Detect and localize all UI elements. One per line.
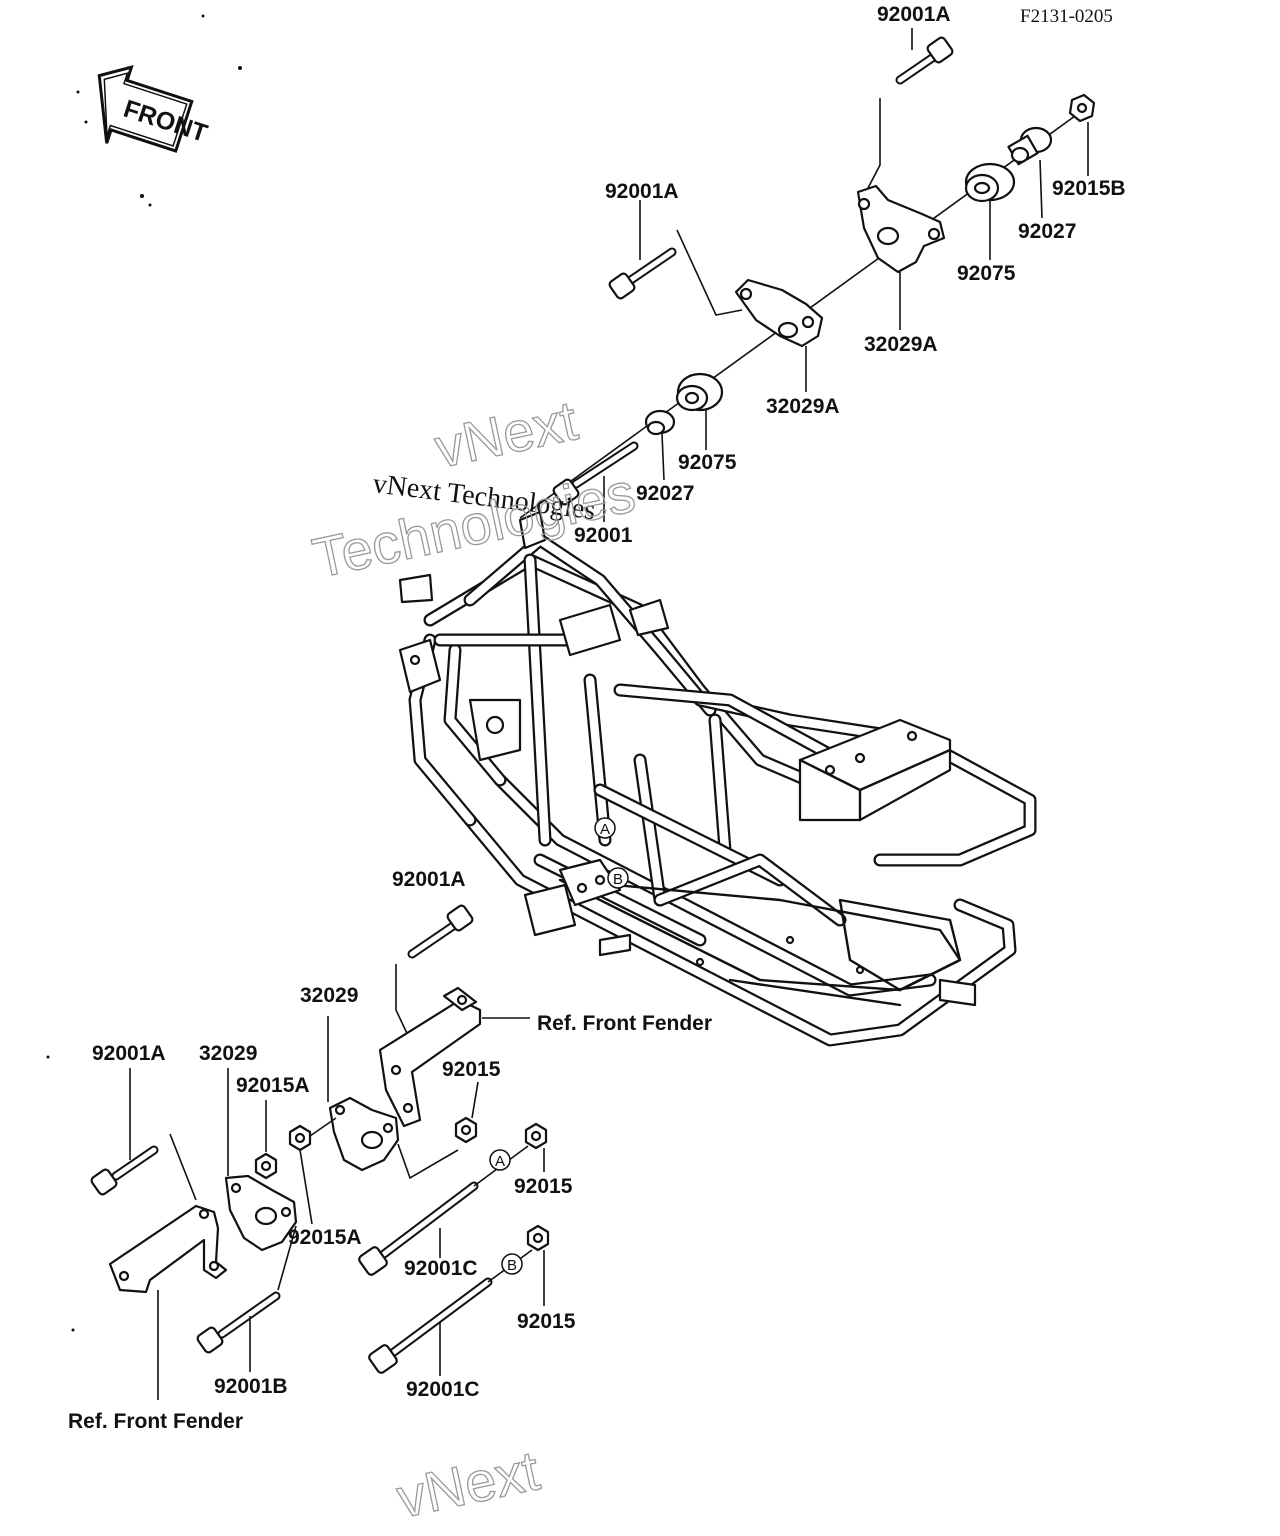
bolt-92001a-top xyxy=(895,36,954,85)
callout-92015-mid: 92015 xyxy=(442,1058,501,1081)
leader-line xyxy=(277,1225,297,1291)
bolt-92001c-lower xyxy=(368,1277,493,1374)
bracket-32029-mid xyxy=(328,1096,400,1172)
nut-92015-b xyxy=(526,1224,550,1252)
nut-92015-mid xyxy=(454,1116,478,1144)
callout-upper-left-bolt: 92001A xyxy=(605,180,679,203)
bolt-92001b xyxy=(196,1291,281,1354)
nut-92015a-upper xyxy=(254,1152,278,1180)
rubber-92075-lower xyxy=(675,372,724,412)
upper-mount-assembly xyxy=(519,28,1096,522)
bolt-92001a-upper-left xyxy=(608,247,677,300)
bolt-92001-long xyxy=(552,441,639,506)
collar-92027-upper xyxy=(1007,126,1053,166)
bolt-92001c-upper xyxy=(358,1181,479,1276)
nut-92015-a xyxy=(524,1122,548,1150)
ref-mark-b-lower: B xyxy=(501,1253,523,1275)
leader-upper-left-bolt xyxy=(676,229,743,316)
callout-92015-b: 92015 xyxy=(517,1310,576,1333)
bolt-92001a-left xyxy=(90,1145,159,1196)
bracket-32029-left xyxy=(224,1174,298,1252)
leader-mid-nut xyxy=(397,1143,459,1180)
bolt-92001a-mid xyxy=(407,904,474,959)
callout-32029-mid: 32029 xyxy=(300,984,358,1007)
callout-92001b: 92001B xyxy=(214,1375,288,1398)
callout-92001a-mid: 92001A xyxy=(392,868,466,891)
callout-32029a-right: 32029A xyxy=(864,333,938,356)
ref-mark-a-frame: A xyxy=(594,817,616,839)
nut-92015b xyxy=(1068,93,1096,123)
figure-code: F2131-0205 xyxy=(1020,6,1113,27)
ref-mark-b-lower-label: B xyxy=(507,1257,517,1274)
front-arrow-icon: FRONT xyxy=(97,65,211,153)
nut-92015a-lower xyxy=(288,1124,312,1152)
callout-92015b: 92015B xyxy=(1052,177,1126,200)
callout-92015a-upper: 92015A xyxy=(236,1074,310,1097)
speck-marks xyxy=(46,14,242,1332)
callout-top-bolt: 92001A xyxy=(877,3,951,26)
callout-32029a-left: 32029A xyxy=(766,395,840,418)
ref-mark-b-label: B xyxy=(613,871,623,888)
ref-mark-a-lower-label: A xyxy=(495,1153,505,1170)
callout-92015a-lower: 92015A xyxy=(288,1226,362,1249)
leader-top-bolt xyxy=(867,98,881,189)
ref-mark-b-frame: B xyxy=(607,867,629,889)
callout-92001c-upper: 92001C xyxy=(404,1257,478,1280)
callout-92015-a: 92015 xyxy=(514,1175,573,1198)
callout-92027-upper: 92027 xyxy=(1018,220,1076,243)
lower-mount-assembly: A B xyxy=(90,904,550,1400)
fender-bracket-left xyxy=(108,1204,228,1400)
callout-92001a-left: 92001A xyxy=(92,1042,166,1065)
atv-frame xyxy=(398,510,1037,1047)
assembly-axis-line xyxy=(309,1117,337,1137)
callout-92075-upper: 92075 xyxy=(957,262,1016,285)
callout-ref-front-fender-left: Ref. Front Fender xyxy=(68,1410,243,1433)
ref-mark-a-label: A xyxy=(600,821,610,838)
ref-mark-a-lower: A xyxy=(489,1149,511,1171)
leader-line xyxy=(299,1149,313,1225)
leader-left-bolt xyxy=(169,1133,197,1201)
callout-92075-lower: 92075 xyxy=(678,451,737,474)
collar-92027-lower xyxy=(644,409,676,436)
leader-line xyxy=(471,1081,479,1119)
bracket-32029a-left xyxy=(734,278,824,348)
callout-92001: 92001 xyxy=(574,524,633,547)
leader-line xyxy=(661,433,665,481)
watermark-outline-top: vNext xyxy=(429,388,583,479)
watermark-outline-footer: vNext xyxy=(391,1438,545,1529)
callout-32029-left: 32029 xyxy=(199,1042,257,1065)
fender-bracket-right xyxy=(378,986,530,1128)
callout-ref-front-fender-right: Ref. Front Fender xyxy=(537,1012,712,1035)
callout-92001c-lower: 92001C xyxy=(406,1378,480,1401)
rubber-92075-upper xyxy=(964,162,1016,203)
leader-line xyxy=(1039,159,1043,219)
bracket-32029a-right xyxy=(856,184,946,274)
callout-92027-lower: 92027 xyxy=(636,482,694,505)
